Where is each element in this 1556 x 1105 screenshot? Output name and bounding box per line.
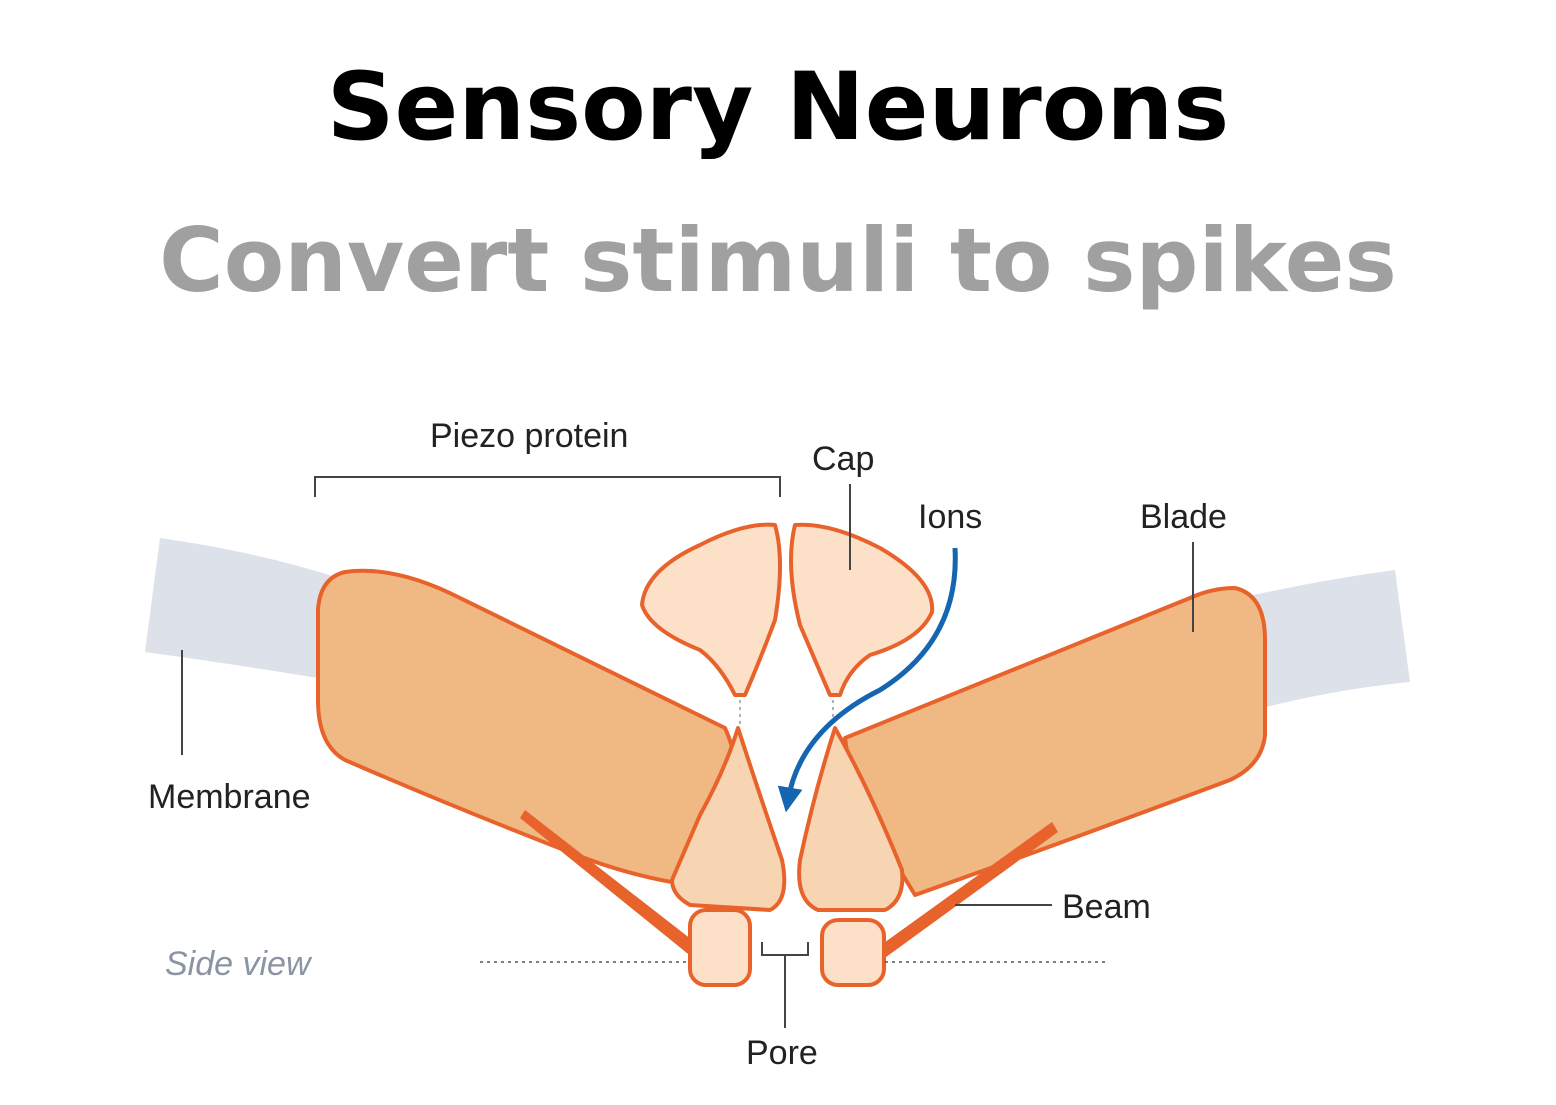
label-blade: Blade [1140, 498, 1227, 536]
membrane-left [145, 538, 345, 680]
beam-left [520, 810, 705, 962]
beam-right [874, 822, 1058, 960]
pore-domain-left [670, 726, 787, 912]
pore-block-right [820, 918, 886, 987]
label-piezo-protein: Piezo protein [430, 417, 628, 455]
ion-arrow [777, 547, 958, 813]
pore-block-left [688, 908, 752, 987]
blade-left [316, 568, 739, 887]
label-membrane: Membrane [148, 778, 311, 816]
pore-domain-right [797, 726, 905, 912]
cap-left [640, 522, 782, 697]
label-side-view: Side view [165, 945, 313, 983]
page-title: Sensory Neurons [326, 53, 1230, 162]
label-pore: Pore [746, 1034, 818, 1072]
piezo-bracket [314, 476, 781, 497]
label-beam: Beam [1062, 888, 1151, 926]
label-ions: Ions [918, 498, 982, 536]
cap-right [789, 522, 935, 697]
label-cap: Cap [812, 440, 874, 478]
page-subtitle: Convert stimuli to spikes [159, 209, 1397, 312]
membrane-right [1240, 570, 1410, 710]
